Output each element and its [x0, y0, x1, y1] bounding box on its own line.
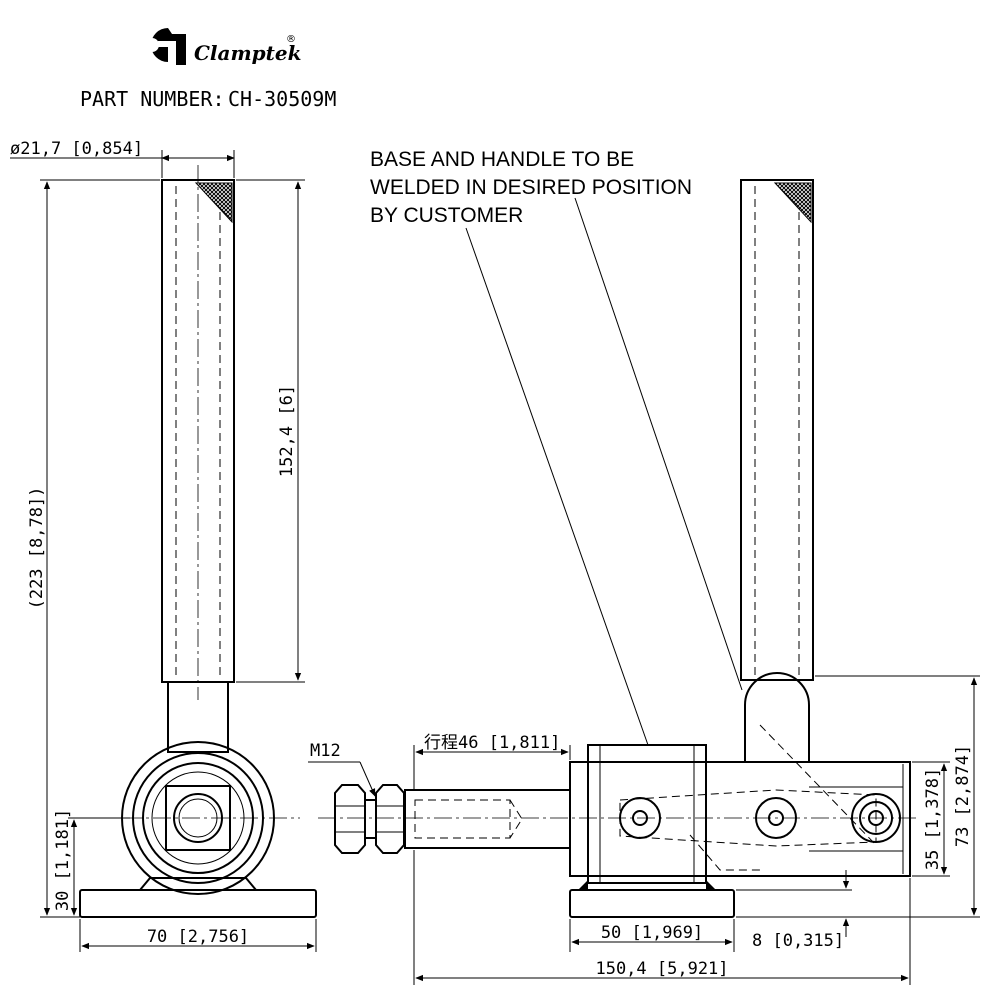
side-view [318, 179, 920, 918]
hex-nut-outer [334, 784, 366, 854]
front-base [79, 889, 317, 918]
dim-overall-height-side: 73 [2,874] [953, 745, 973, 847]
note-line-3: BY CUSTOMER [370, 204, 523, 227]
dim-overall-length: 150,4 [5,921] [595, 959, 728, 979]
knurl-pattern [194, 182, 233, 224]
dim-center-height: 30 [1,181] [53, 809, 73, 911]
dim-handle-length: 152,4 [6] [277, 385, 297, 477]
registered-mark: ® [286, 34, 296, 45]
note-line-1: BASE AND HANDLE TO BE [370, 148, 634, 171]
dim-body-height: 35 [1,378] [923, 768, 943, 870]
part-number-label: PART NUMBER: [80, 87, 225, 111]
brand-logo: Clamptek ® [145, 28, 301, 65]
dim-stroke: 行程46 [1,811] [424, 733, 560, 753]
side-plunger [404, 789, 571, 849]
front-dimensions: ø21,7 [0,854] 152,4 [6] (223 [8,78]) 30 … [10, 139, 317, 952]
leader-line-handle [574, 197, 743, 691]
front-view [79, 165, 317, 918]
leader-line-base [465, 227, 649, 746]
logo-mark-icon [145, 28, 186, 65]
side-base [569, 889, 735, 918]
dim-base-thickness: 8 [0,315] [752, 931, 844, 951]
note-line-2: WELDED IN DESIRED POSITION [370, 176, 692, 199]
weld-note: BASE AND HANDLE TO BE WELDED IN DESIRED … [370, 148, 743, 746]
side-dimensions: M12 行程46 [1,811] 50 [1,969] 8 [0,315] 15… [308, 675, 980, 985]
dim-thread: M12 [310, 741, 341, 761]
side-knurl-pattern [773, 182, 812, 224]
side-handle [740, 179, 814, 681]
side-housing [587, 744, 707, 884]
part-number-value: CH-30509M [228, 87, 336, 111]
hex-nut-inner [375, 784, 405, 854]
dim-base-width-front: 70 [2,756] [147, 927, 249, 947]
dim-base-width-side: 50 [1,969] [601, 923, 703, 943]
dim-overall-height: (223 [8,78]) [27, 487, 47, 610]
dim-handle-diameter: ø21,7 [0,854] [10, 139, 143, 159]
brand-name: Clamptek [194, 41, 301, 65]
